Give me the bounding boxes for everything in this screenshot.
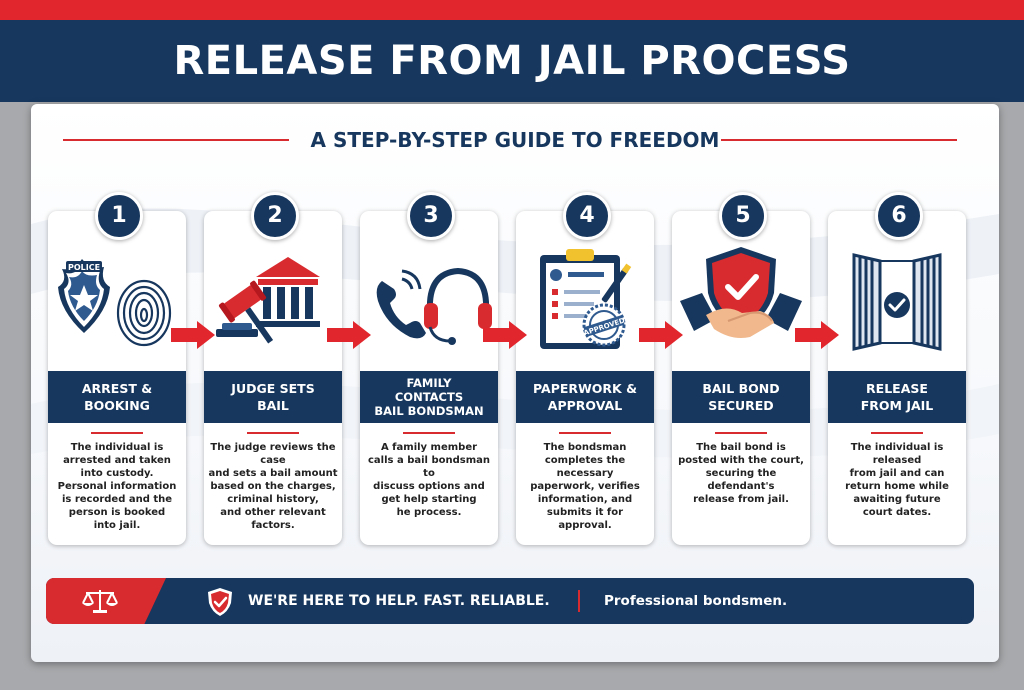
step-title-2: JUDGE SETS BAIL xyxy=(204,371,342,423)
main-panel: A STEP-BY-STEP GUIDE TO FREEDOM POLICE xyxy=(31,104,999,662)
step-title-3: FAMILY CONTACTS BAIL BONDSMAN xyxy=(360,371,498,423)
step-description-2: The judge reviews the case and sets a ba… xyxy=(208,442,338,531)
footer-tagline: WE'RE HERE TO HELP. FAST. RELIABLE. xyxy=(248,593,550,609)
step-title-6: RELEASE FROM JAIL xyxy=(828,371,966,423)
step-rule-1 xyxy=(91,432,143,434)
page-title: RELEASE FROM JAIL PROCESS xyxy=(173,38,851,84)
step-description-1: The individual is arrested and taken int… xyxy=(57,442,177,531)
step-number-3: 3 xyxy=(407,192,455,240)
subtitle-rule-right xyxy=(721,139,957,141)
step-number-5: 5 xyxy=(719,192,767,240)
step-title-1: ARREST & BOOKING xyxy=(48,371,186,423)
step-number-1: 1 xyxy=(95,192,143,240)
step-description-5: The bail bond is posted with the court, … xyxy=(678,442,804,505)
step-rule-4 xyxy=(559,432,611,434)
police-badge-fingerprint-icon: POLICE xyxy=(48,241,186,353)
header-bar: RELEASE FROM JAIL PROCESS xyxy=(0,20,1024,102)
step-rule-5 xyxy=(715,432,767,434)
step-number-6: 6 xyxy=(875,192,923,240)
step-description-4: The bondsman completes the necessary pap… xyxy=(530,442,640,531)
step-number-4: 4 xyxy=(563,192,611,240)
shield-check-icon xyxy=(208,588,232,616)
arrow-right-icon xyxy=(483,321,527,349)
clipboard-approved-icon: APPROVED xyxy=(516,241,654,353)
shield-handshake-icon xyxy=(672,241,810,353)
step-number-2: 2 xyxy=(251,192,299,240)
step-rule-2 xyxy=(247,432,299,434)
arrow-right-icon xyxy=(639,321,683,349)
step-rule-3 xyxy=(403,432,455,434)
subtitle-rule-left xyxy=(63,139,289,141)
arrow-right-icon xyxy=(327,321,371,349)
arrow-right-icon xyxy=(795,321,839,349)
gavel-courthouse-icon xyxy=(204,241,342,353)
phone-headset-icon xyxy=(360,241,498,353)
step-description-6: The individual is released from jail and… xyxy=(845,442,949,518)
footer-red-block xyxy=(46,578,166,624)
arrow-right-icon xyxy=(171,321,215,349)
step-title-5: BAIL BOND SECURED xyxy=(672,371,810,423)
footer-right-text: Professional bondsmen. xyxy=(604,593,788,609)
top-red-stripe xyxy=(0,0,1024,20)
step-card-6: RELEASE FROM JAIL The individual is rele… xyxy=(828,211,966,545)
police-badge-text: POLICE xyxy=(68,263,100,272)
step-card-3: FAMILY CONTACTS BAIL BONDSMAN A family m… xyxy=(360,211,498,545)
subtitle-row: A STEP-BY-STEP GUIDE TO FREEDOM xyxy=(31,126,999,154)
step-rule-6 xyxy=(871,432,923,434)
step-description-3: A family member calls a bail bondsman to… xyxy=(368,442,490,518)
scales-of-justice-icon xyxy=(82,590,118,613)
footer-banner: WE'RE HERE TO HELP. FAST. RELIABLE. Prof… xyxy=(46,578,974,624)
step-card-4: APPROVED PAPERWORK & APPROVAL The bondsm… xyxy=(516,211,654,545)
step-card-2: JUDGE SETS BAIL The judge reviews the ca… xyxy=(204,211,342,545)
footer-divider xyxy=(578,590,580,612)
step-card-1: POLICE ARREST & BOOKING The individual i… xyxy=(48,211,186,545)
open-jail-door-icon xyxy=(828,241,966,353)
step-card-5: BAIL BOND SECURED The bail bond is poste… xyxy=(672,211,810,545)
step-title-4: PAPERWORK & APPROVAL xyxy=(516,371,654,423)
subtitle: A STEP-BY-STEP GUIDE TO FREEDOM xyxy=(310,128,720,152)
